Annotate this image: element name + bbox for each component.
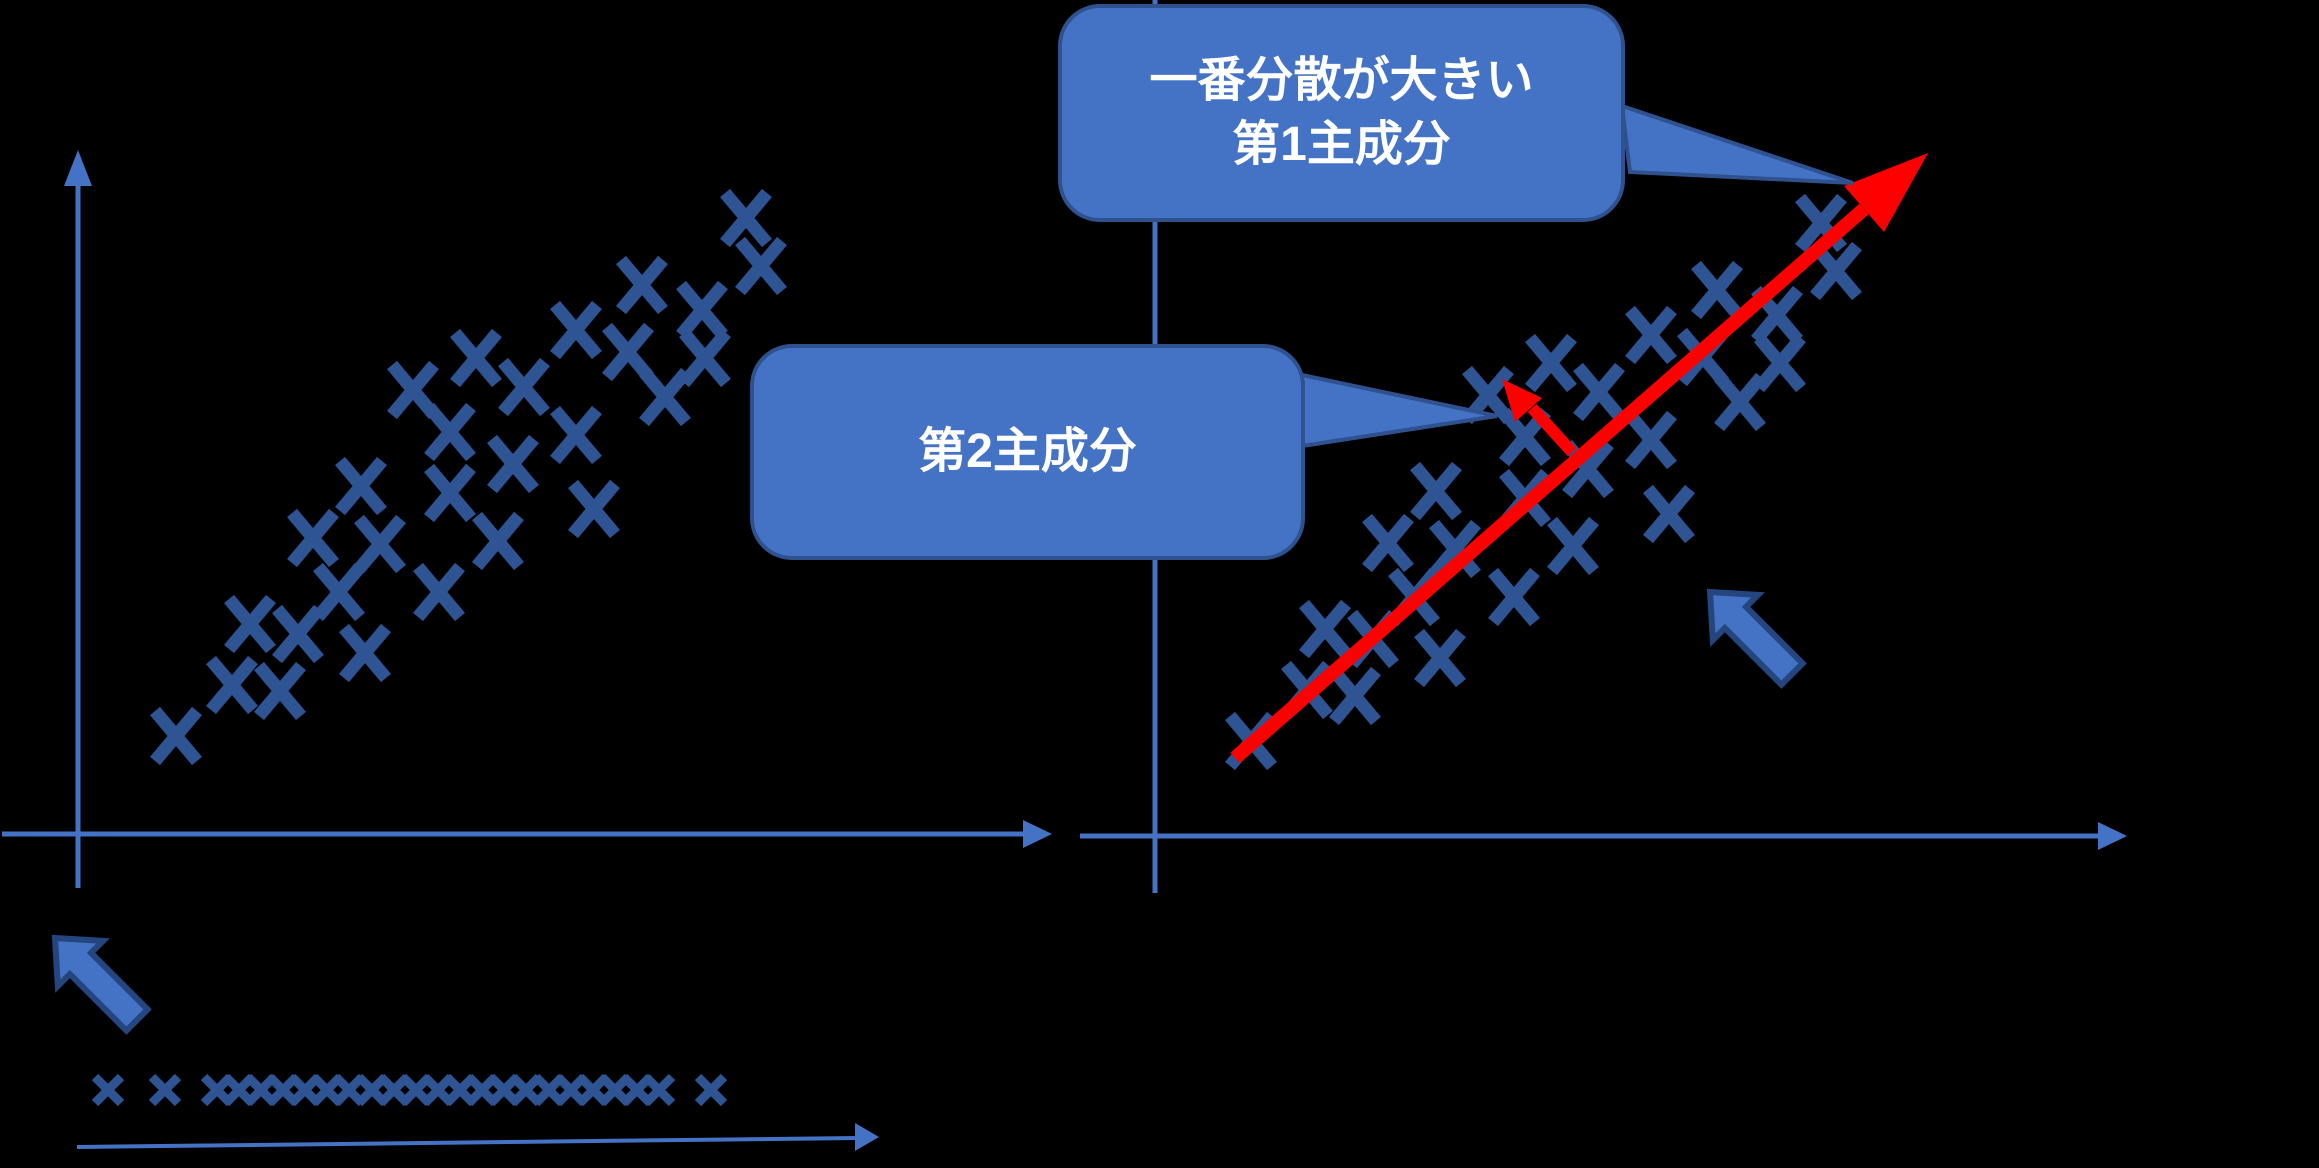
projected-points-strip [91, 1073, 728, 1107]
x-marker [354, 514, 406, 574]
x-marker [287, 508, 339, 568]
pc2-arrowhead-icon [1502, 379, 1542, 422]
x-marker [550, 300, 602, 360]
x-marker [487, 434, 539, 494]
x-marker [1625, 305, 1677, 365]
x-marker [1362, 513, 1414, 573]
x-marker [424, 463, 476, 523]
pc2-callout-label: 第2主成分 [918, 425, 1137, 478]
pc1-callout: 一番分散が大きい 第1主成分 [1058, 4, 1625, 222]
pc1-arrow [1230, 153, 1928, 764]
pc1-arrow-shaft [1230, 203, 1869, 764]
x-marker [1429, 519, 1481, 579]
left-x-axis-arrowhead-icon [1023, 820, 1052, 848]
up-left-block-arrow-icon [51, 934, 152, 1035]
x-marker [91, 1073, 125, 1107]
pc2-arrow [1502, 379, 1577, 457]
pc2-callout-pointer [1300, 372, 1498, 449]
x-marker [335, 456, 387, 516]
x-marker [1573, 362, 1625, 422]
left-scatter-cluster [150, 188, 787, 766]
right-x-axis-arrowhead-icon [2098, 822, 2127, 850]
left-plot-axes [2, 150, 1052, 888]
x-marker [550, 405, 602, 465]
pc2-arrow-shaft [1527, 403, 1577, 457]
x-marker [472, 511, 524, 571]
x-marker [224, 594, 276, 654]
x-marker [676, 280, 728, 340]
x-marker [679, 328, 731, 388]
x-marker [1410, 461, 1462, 521]
pc1-callout-line2: 第1主成分 [1232, 118, 1451, 171]
x-marker [150, 706, 202, 766]
x-marker [1299, 599, 1351, 659]
x-marker [424, 402, 476, 462]
x-marker [1691, 260, 1743, 320]
x-marker [387, 360, 439, 420]
x-marker [642, 1073, 676, 1107]
x-marker [313, 562, 365, 622]
x-marker [1562, 439, 1614, 499]
projection-axis-line [76, 1136, 858, 1149]
x-marker [639, 367, 691, 427]
x-marker [694, 1073, 728, 1107]
x-marker [735, 236, 787, 296]
x-marker [498, 357, 550, 417]
x-marker [616, 255, 668, 315]
x-marker [413, 562, 465, 622]
x-marker [1625, 410, 1677, 470]
x-marker [1547, 516, 1599, 576]
x-marker [1329, 666, 1381, 726]
x-marker [206, 655, 258, 715]
projection-axis-arrowhead-icon [855, 1123, 879, 1151]
x-marker [339, 623, 391, 683]
x-marker [148, 1073, 182, 1107]
left-y-axis-arrowhead-icon [64, 150, 92, 186]
pc1-arrowhead-icon [1844, 153, 1928, 232]
x-marker [720, 188, 772, 248]
x-marker [254, 661, 306, 721]
up-left-block-arrow-icon [1706, 588, 1807, 689]
x-marker [1414, 628, 1466, 688]
x-marker [1643, 484, 1695, 544]
pc2-callout: 第2主成分 [750, 344, 1305, 560]
x-marker [1714, 372, 1766, 432]
x-marker [1488, 567, 1540, 627]
pc1-callout-pointer [1619, 103, 1854, 185]
x-marker [568, 479, 620, 539]
projection-axis [76, 1123, 879, 1151]
x-marker [272, 604, 324, 664]
pc1-callout-line1: 一番分散が大きい [1149, 54, 1534, 107]
x-marker [1525, 333, 1577, 393]
x-marker [602, 322, 654, 382]
x-marker [450, 328, 502, 388]
x-marker [1754, 333, 1806, 393]
